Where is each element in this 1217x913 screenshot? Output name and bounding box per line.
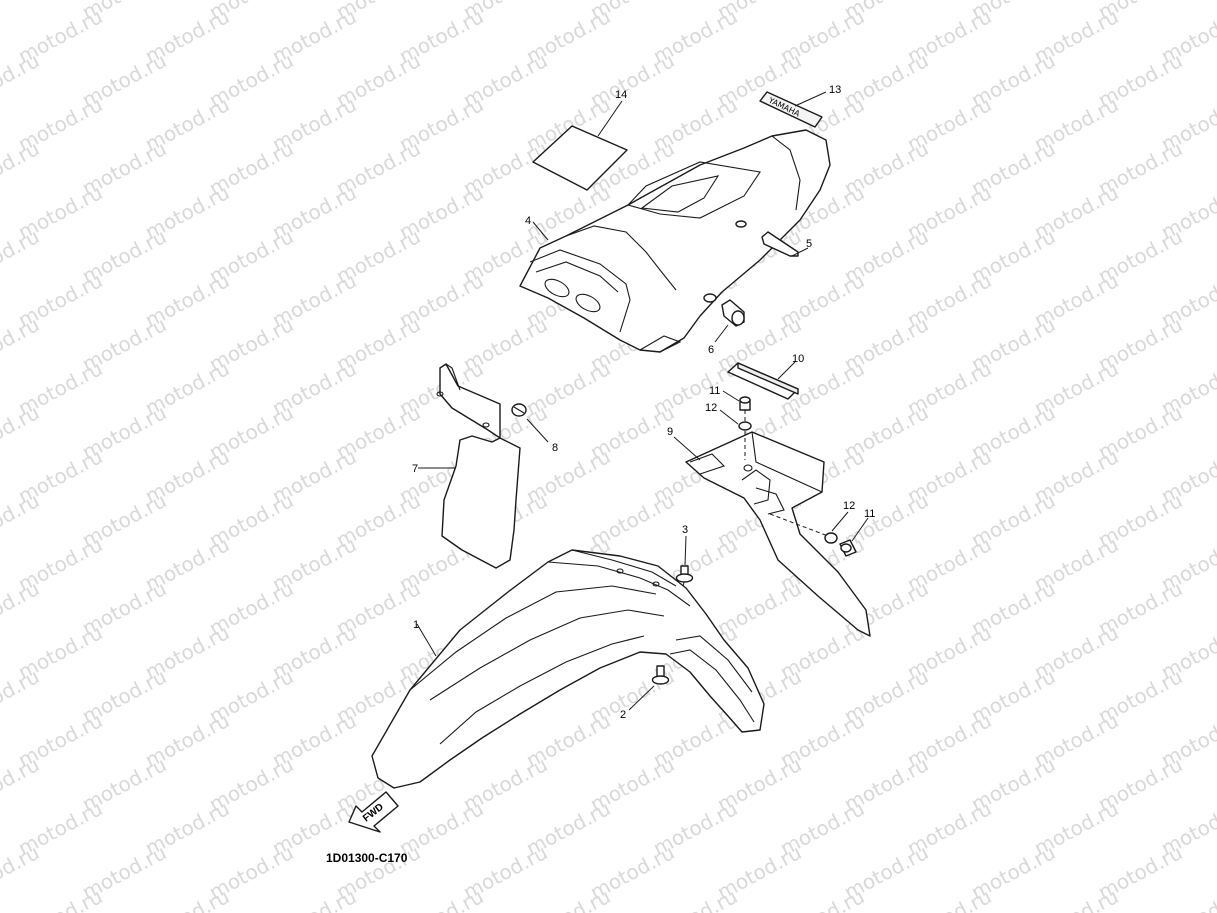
watermark-text: motod.ru [0,752,43,816]
callout-8: 8 [552,442,558,454]
callout-14: 14 [615,89,627,101]
watermark-text: motod.ru [0,400,43,464]
callout-1: 1 [413,619,419,631]
callout-12-upper: 12 [705,402,717,414]
watermark-text: motod.ru [649,884,741,913]
watermark-text: motod.ru [1030,884,1122,913]
callout-5: 5 [806,238,812,250]
callout-6: 6 [708,344,714,356]
part-4-rear-cover [519,129,831,353]
part-5-rivet [735,220,809,257]
watermark-text: motod.ru [141,884,233,913]
part-2-bolt [628,665,670,711]
part-1-front-fender [371,549,765,789]
watermark-text: motod.ru [0,488,43,552]
part-9-bracket [673,431,871,637]
part-10-pad [727,361,799,400]
diagram-code: 1D01300-C170 [326,851,408,865]
watermark-text: motod.ru [0,840,43,904]
watermark-text: motod.ru [268,884,360,913]
part-6-bolt [703,293,745,343]
part-11-bolt-upper [722,390,751,460]
part-8-screw [511,403,549,443]
callout-2: 2 [620,709,626,721]
part-13-decal: YAMAHA [759,91,827,128]
callout-7: 7 [412,463,418,475]
callout-4: 4 [525,215,531,227]
watermark-text: motod.ru [0,48,43,112]
callout-labels: 14 13 4 5 6 10 11 12 9 8 7 12 11 3 1 2 [412,84,875,721]
watermark-text: motod.ru [776,884,868,913]
watermark-text: motod.ru [14,884,106,913]
watermark-text: motod.ru [0,664,43,728]
callout-13: 13 [829,84,841,96]
part-12-washer-upper [719,409,752,431]
part-11-bolt-lower [839,517,869,557]
callout-9: 9 [667,426,673,438]
watermark-text: motod.ru [0,312,43,376]
part-14-label [532,100,628,191]
part-12-washer-lower [769,511,849,544]
callout-3: 3 [682,524,688,536]
fwd-arrow-indicator: FWD [348,791,399,833]
watermark-text: motod.ru [1157,884,1217,913]
callout-11-lower: 11 [864,508,875,520]
part-7-mud-flap [418,363,521,569]
watermark-text: motod.ru [0,224,43,288]
watermark-text: motod.ru [0,576,43,640]
watermark-text: motod.ru [395,884,487,913]
watermark-text: motod.ru [522,884,614,913]
watermark-text: motod.ru [0,136,43,200]
callout-12-lower: 12 [843,500,855,512]
callout-11-upper: 11 [709,385,720,397]
watermark-text: motod.ru [0,0,43,24]
watermark-text: motod.ru [903,884,995,913]
callout-10: 10 [792,353,804,365]
